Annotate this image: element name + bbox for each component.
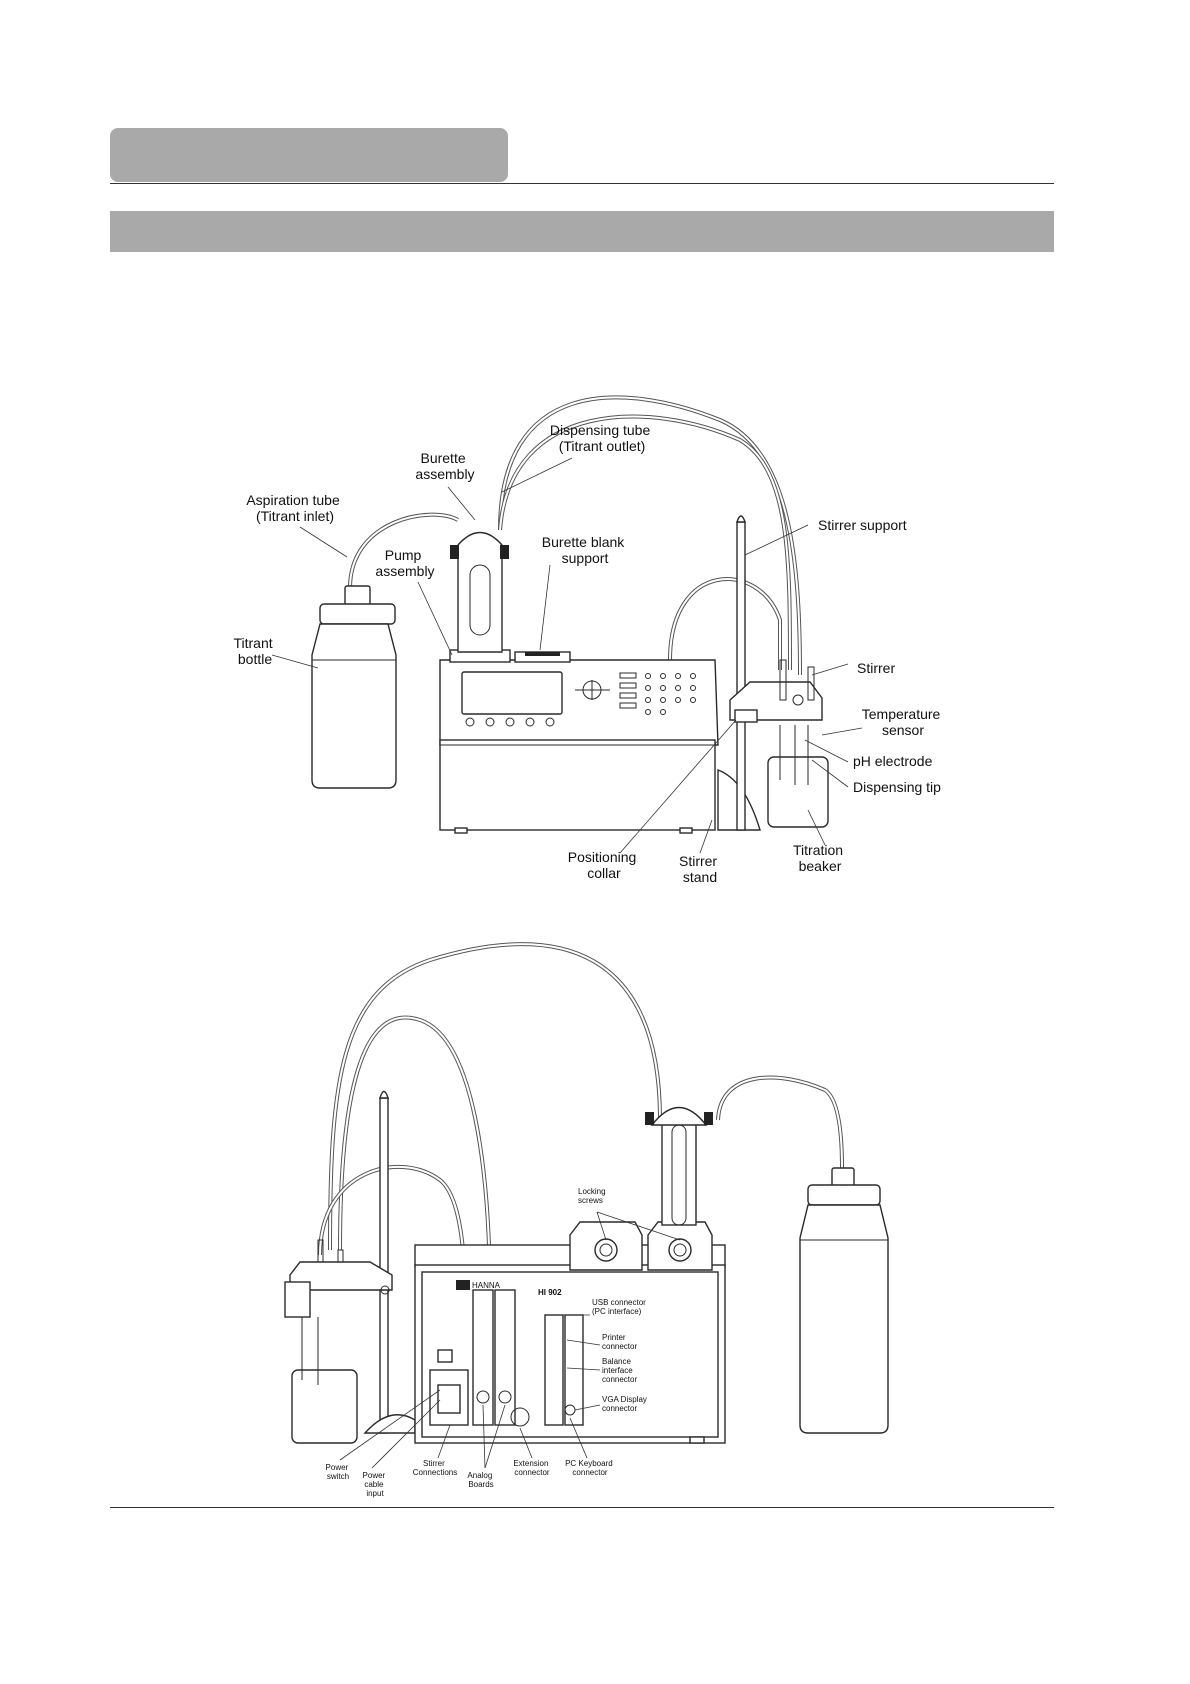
- label-printer-connector: Printer connector: [602, 1333, 637, 1351]
- label-aspiration-tube: Aspiration tube (Titrant inlet): [246, 492, 343, 524]
- label-balance-interface: Balance interface connector: [602, 1357, 637, 1384]
- section-title-band: [110, 211, 1054, 252]
- label-power-switch: Power switch: [326, 1463, 351, 1481]
- rear-titrator-body: HANNA HI 902: [414, 1244, 726, 1444]
- rear-titrant-bottle: [799, 1167, 889, 1434]
- rear-stirrer-head: [284, 1239, 393, 1318]
- rear-burette-assembly: [569, 1107, 713, 1271]
- footer-rule: [110, 1507, 1054, 1508]
- front-view-diagram: Dispensing tube (Titrant outlet) Burette…: [233, 395, 944, 885]
- header-rule: [110, 183, 1054, 184]
- label-stirrer-stand: Stirrer stand: [679, 853, 721, 885]
- rear-leader-lines: [339, 1211, 681, 1469]
- label-burette-assembly: Burette assembly: [415, 450, 474, 482]
- label-pump-assembly: Pump assembly: [375, 547, 434, 579]
- rear-stirrer-stand: [363, 1090, 416, 1434]
- stirrer-head: [729, 659, 823, 723]
- rear-view-diagram: HANNA HI 902: [284, 942, 889, 1498]
- label-temperature-sensor: Temperature sensor: [862, 706, 944, 738]
- label-titrant-bottle: Titrant bottle: [233, 635, 276, 667]
- label-pc-keyboard-connector: PC Keyboard connector: [565, 1459, 615, 1477]
- label-positioning-collar: Positioning collar: [568, 849, 640, 881]
- rear-titration-beaker: [291, 1317, 358, 1444]
- label-ph-electrode: pH electrode: [853, 753, 933, 769]
- label-power-cable-input: Power cable input: [363, 1471, 388, 1498]
- label-locking-screws: Locking screws: [578, 1187, 608, 1205]
- label-burette-blank-support: Burette blank support: [542, 534, 628, 566]
- burette-blank-support: [514, 651, 571, 663]
- tubing: [348, 395, 802, 676]
- label-stirrer-support: Stirrer support: [818, 517, 907, 533]
- header-tab: [110, 128, 508, 182]
- label-stirrer-connections: Stirrer Connections: [413, 1459, 457, 1477]
- label-dispensing-tip: Dispensing tip: [853, 779, 941, 795]
- label-usb-connector: USB connector (PC interface): [592, 1298, 648, 1316]
- leader-lines: [271, 457, 863, 854]
- titration-beaker: [767, 725, 829, 828]
- burette-assembly: [449, 531, 511, 663]
- label-dispensing-tube: Dispensing tube (Titrant outlet): [550, 422, 654, 454]
- label-titration-beaker: Titration beaker: [793, 842, 847, 874]
- panel-model: HI 902: [538, 1288, 562, 1297]
- titrator-body: [439, 659, 719, 834]
- titrant-bottle: [311, 585, 397, 789]
- rear-tubing: [318, 942, 844, 1301]
- label-extension-connector: Extension connector: [513, 1459, 550, 1477]
- label-stirrer: Stirrer: [857, 660, 895, 676]
- panel-brand: HANNA: [472, 1281, 501, 1290]
- label-vga-display: VGA Display connector: [602, 1395, 649, 1413]
- label-analog-boards: Analog Boards: [467, 1471, 494, 1489]
- stirrer-stand: [717, 515, 761, 831]
